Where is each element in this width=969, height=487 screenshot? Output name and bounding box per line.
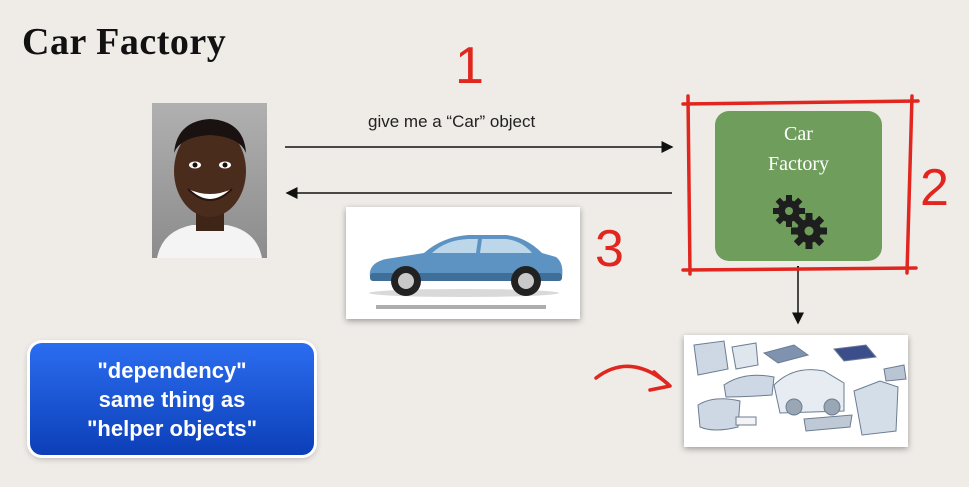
blue-sedan-illustration bbox=[346, 207, 580, 319]
factory-label-line1: Car bbox=[784, 123, 813, 145]
red-highlight-frame bbox=[681, 94, 920, 276]
car-factory-box: Car Factory bbox=[715, 111, 882, 261]
car-image-card bbox=[346, 207, 580, 319]
page-title: Car Factory bbox=[22, 21, 227, 63]
callout-line3: "helper objects" bbox=[86, 415, 258, 441]
car-parts-image-card bbox=[684, 335, 908, 447]
step-1-annotation: 1 bbox=[455, 37, 484, 95]
gears-icon bbox=[773, 195, 827, 249]
callout-line2: same thing as bbox=[98, 386, 246, 412]
person-photo bbox=[152, 103, 267, 258]
car-parts-illustration bbox=[684, 335, 908, 447]
step-2-annotation: 2 bbox=[920, 159, 949, 217]
step-3-annotation: 3 bbox=[595, 220, 624, 278]
factory-label-line2: Factory bbox=[767, 153, 830, 175]
dependency-callout: "dependency" same thing as "helper objec… bbox=[30, 343, 314, 455]
request-message: give me a “Car” object bbox=[368, 112, 536, 131]
callout-line1: "dependency" bbox=[97, 357, 247, 383]
